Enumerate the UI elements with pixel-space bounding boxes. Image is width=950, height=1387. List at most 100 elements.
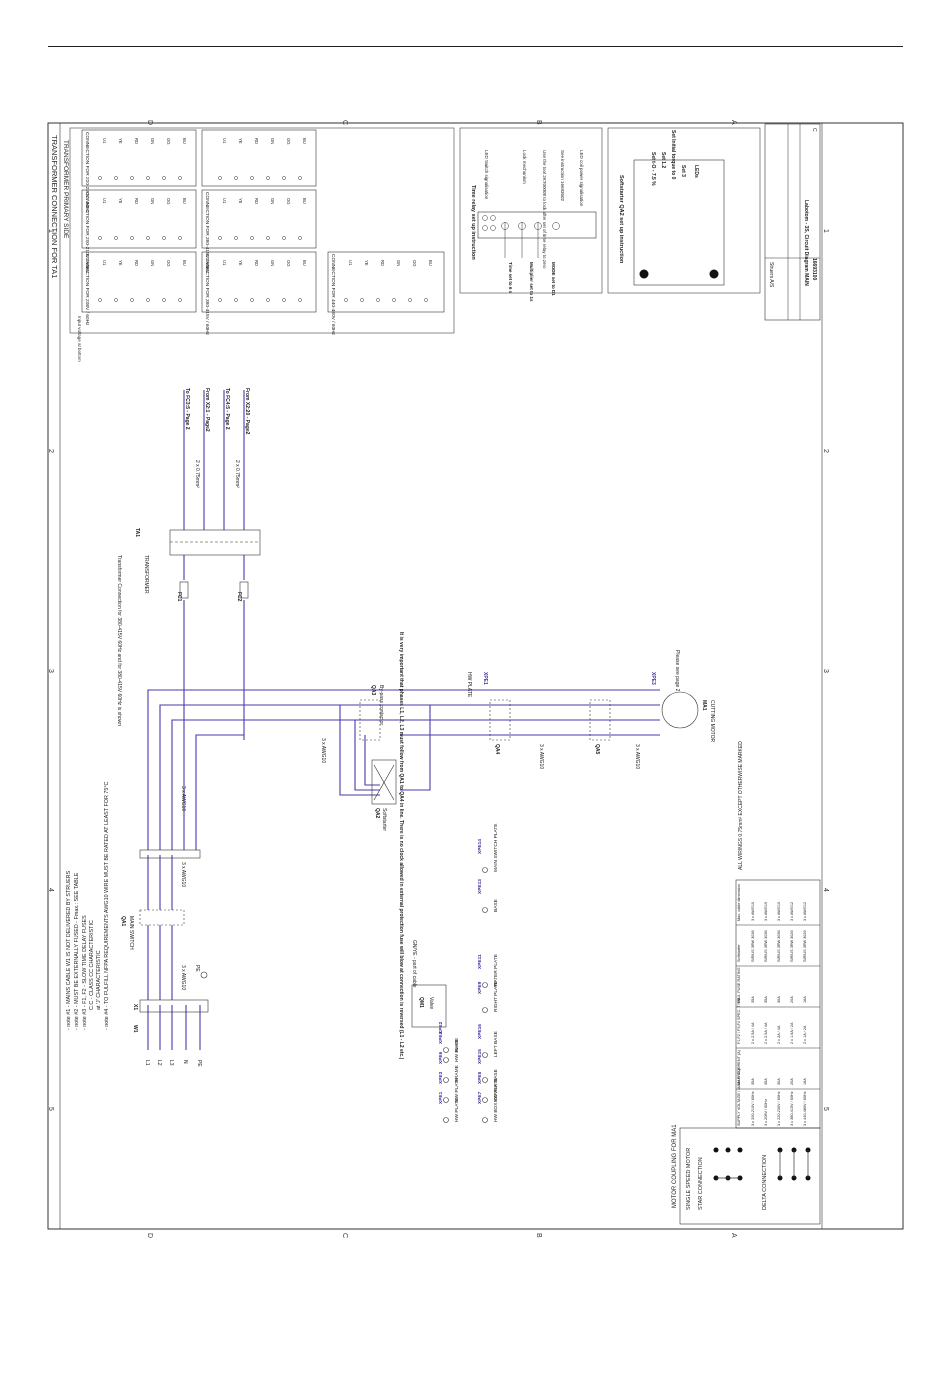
tap-terminal <box>130 298 134 302</box>
qa5-contactor <box>589 699 611 741</box>
motor-warning: It is very important that phases L1, L2,… <box>398 632 404 1060</box>
conn-box-5-label: CONNECTION FOR 380-415V / 60Hz <box>204 192 210 274</box>
table-cell: SIRIUS 3RW 3036 <box>777 930 781 962</box>
conn-box-2-label: CONNECTION FOR 200-210V / 60Hz <box>84 192 90 274</box>
voltage-table-body: SUPPLY VOLTAGE / MAIN FREQ.MAX. CURRENT … <box>736 884 820 1126</box>
tap-terminal <box>250 176 254 180</box>
tap-label: RD <box>254 260 259 266</box>
grid-num-1-left: 1 <box>47 229 54 233</box>
tap-terminal <box>114 236 118 240</box>
tap-label: BU <box>302 260 307 266</box>
grid-num-1-right: 1 <box>822 229 829 233</box>
tap-label: GN <box>150 198 155 204</box>
grid-num-4-left: 4 <box>47 888 54 892</box>
motor-coupling-box <box>679 1127 821 1225</box>
tap-terminal <box>392 298 396 302</box>
table-cell: 35A <box>751 1078 755 1085</box>
tap-label: RD <box>380 260 385 266</box>
ground-location-label: HW BOX COVER <box>493 1084 499 1122</box>
transformer-title: TRANSFORMER CONNECTION FOR TA1 <box>50 135 59 278</box>
note-3b: C.C - CLASS CC CHARACTERISTIC <box>89 920 95 1010</box>
pe-label: PE <box>194 965 200 972</box>
ground-symbol <box>443 1047 449 1053</box>
table-cell: 16A <box>803 996 807 1003</box>
transformer-input-label: Input voltage at bottom <box>77 316 82 362</box>
mains-wire-spec-1: 3 x AWG10 <box>180 965 186 990</box>
table-cell: 3 x AWG12 <box>803 902 807 921</box>
grid-num-5-left: 5 <box>47 1107 54 1111</box>
conn-box-5 <box>201 189 317 249</box>
tap-terminal <box>282 176 286 180</box>
grid-letter-a-bottom: A <box>730 1233 737 1238</box>
conn-box-3-label: CONNECTION FOR 220-230V / 60Hz <box>84 132 90 214</box>
tap-label: OG <box>286 138 291 145</box>
xpe3-label: XPE3 <box>650 672 656 685</box>
tap-terminal <box>114 176 118 180</box>
conn-box-4 <box>201 251 317 313</box>
phase-label-pe: PE <box>196 1060 202 1067</box>
ground-location-label: HW PLATE <box>493 1078 499 1102</box>
tap-terminal <box>162 236 166 240</box>
tap-label: RD <box>134 198 139 204</box>
table-cell: 2 x 2.5A / 4A <box>764 1022 768 1044</box>
tap-terminal <box>298 176 302 180</box>
tap-label: BU <box>302 198 307 204</box>
tap-label: BU <box>428 260 433 266</box>
tap-label: GN <box>270 138 275 144</box>
ground-location-label: HW PLATE <box>454 1098 460 1122</box>
ground-symbol <box>482 982 488 988</box>
grid-letter-d-top: D <box>146 120 153 125</box>
tap-terminal <box>218 176 222 180</box>
softstarter-dot-top <box>639 269 649 279</box>
conn-box-1-label: CONNECTION FOR 208V / 60Hz <box>84 254 90 326</box>
table-cell: 20A <box>790 996 794 1003</box>
ground-xpe-label: XPE11 <box>477 954 483 969</box>
tap-terminal <box>114 298 118 302</box>
tap-terminal <box>162 176 166 180</box>
tap-label: U1 <box>222 138 227 144</box>
table-cell: 3 x 380-415V / 60Hz <box>790 1091 794 1126</box>
ground-symbol <box>443 1077 449 1083</box>
ground-xpe-label: XPE1 <box>438 1091 444 1104</box>
relay-led-3 <box>490 215 496 221</box>
conn-box-2 <box>81 189 197 249</box>
ground-xpe-label: XPE4 <box>438 1031 444 1044</box>
table-header: Max. cable dimension <box>737 884 741 921</box>
relay-led-2 <box>482 225 488 231</box>
tap-terminal <box>282 236 286 240</box>
table-cell: 16A <box>803 1078 807 1085</box>
title-block-title: Labotom - 3S, Circuit Diagram MAIN <box>803 200 809 286</box>
table-header: MAX. FUSE RATING <box>737 967 741 1003</box>
note-4: - note #4 - TO FULFILL NFPA REQUIREMENTS… <box>104 782 110 1030</box>
ground-symbol <box>482 1077 488 1083</box>
title-block <box>764 123 821 321</box>
ground-location-label: BASE <box>493 899 499 912</box>
hw-plate-xpe1: HW PLATE <box>466 672 472 698</box>
ground-location-label: BASE <box>493 1069 499 1082</box>
ground-symbol <box>443 1097 449 1103</box>
qa3-contactor <box>359 699 381 741</box>
phase-label-l2: L2 <box>156 1060 162 1066</box>
table-cell: 30A <box>777 996 781 1003</box>
table-cell: 35A <box>751 996 755 1003</box>
table-cell: 3 x AWG12 <box>790 902 794 921</box>
table-cell: 3 x 220-230V / 60Hz <box>777 1091 781 1126</box>
grid-letter-b-top: B <box>535 120 542 125</box>
grid-letter-b-bottom: B <box>535 1233 542 1238</box>
ground-location-label: BASE <box>454 1039 460 1052</box>
ground-symbol <box>482 1007 488 1013</box>
tap-label: U1 <box>222 260 227 266</box>
star-label: STAR CONNECTION <box>698 1157 704 1210</box>
qa2-label: QA2 <box>374 808 380 819</box>
transformer-note: Transformer Connection for 380-415V 60Hz… <box>116 555 122 726</box>
ground-xpe-label: XPE13 <box>477 879 483 894</box>
qa1-sub: MAIN SWITCH <box>128 916 134 950</box>
tap-label: OG <box>166 198 171 205</box>
tap-terminal <box>162 298 166 302</box>
softstarter-item-4: Set 3 <box>680 165 686 177</box>
qm1-valve <box>411 984 447 1028</box>
conn-box-4-label: CONNECTION FOR 380-415V / 60Hz <box>204 254 210 336</box>
grid-num-4-right: 4 <box>822 888 829 892</box>
motor-wire-spec-3: 3 x AWG10 <box>634 744 640 769</box>
